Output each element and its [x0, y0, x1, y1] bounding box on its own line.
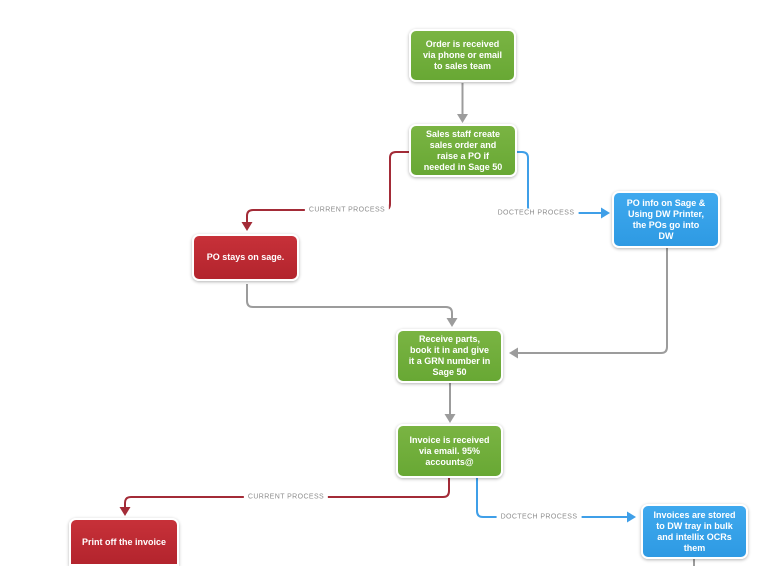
node-sales-staff[interactable]: Sales staff create sales order and raise…	[409, 124, 517, 177]
node-po-stays-on-sage[interactable]: PO stays on sage.	[192, 234, 299, 281]
blue-arrowheads	[601, 207, 636, 523]
arrowhead-right-icon	[627, 511, 636, 523]
node-invoices-stored[interactable]: Invoices are stored to DW tray in bulk a…	[641, 504, 748, 559]
edge-label-current-process-bottom: CURRENT PROCESS	[243, 492, 329, 502]
gray-connectors	[246, 83, 695, 566]
gray-arrowheads	[444, 114, 518, 423]
node-po-info-dw-label: PO info on Sage & Using DW Printer, the …	[626, 197, 706, 241]
edge-invoice-to-stored	[476, 478, 627, 518]
arrowhead-right-icon	[601, 207, 610, 219]
arrowhead-left-icon	[509, 347, 518, 359]
arrowhead-down-icon	[119, 507, 131, 516]
node-print-invoice-label: Print off the invoice	[81, 536, 166, 547]
node-invoice-received[interactable]: Invoice is received via email. 95% accou…	[396, 424, 503, 478]
edge-poinfo-to-receive	[518, 248, 668, 354]
node-po-info-dw[interactable]: PO info on Sage & Using DW Printer, the …	[612, 191, 720, 248]
node-print-invoice[interactable]: Print off the invoice	[69, 518, 179, 566]
node-invoices-stored-label: Invoices are stored to DW tray in bulk a…	[653, 509, 736, 553]
arrowhead-down-icon	[241, 222, 253, 231]
arrowhead-down-icon	[446, 318, 458, 327]
edge-label-doctech-process-bottom: DOCTECH PROCESS	[496, 512, 582, 522]
arrowhead-down-icon	[444, 414, 456, 423]
node-sales-staff-label: Sales staff create sales order and raise…	[423, 128, 503, 172]
node-po-stays-label: PO stays on sage.	[206, 252, 285, 262]
node-receive-parts[interactable]: Receive parts, book it in and give it a …	[396, 329, 503, 383]
node-invoice-received-label: Invoice is received via email. 95% accou…	[409, 434, 490, 467]
arrowhead-down-icon	[457, 114, 468, 123]
edge-sales-to-poinfo	[517, 151, 601, 214]
node-order-received[interactable]: Order is received via phone or email to …	[409, 29, 516, 82]
red-arrowheads	[119, 222, 253, 516]
node-receive-parts-label: Receive parts, book it in and give it a …	[408, 334, 491, 377]
edge-postays-to-receive	[246, 284, 453, 318]
node-order-received-label: Order is received via phone or email to …	[422, 39, 503, 71]
edge-label-current-process-top: CURRENT PROCESS	[304, 205, 390, 215]
edge-label-doctech-process-top: DOCTECH PROCESS	[493, 208, 579, 218]
